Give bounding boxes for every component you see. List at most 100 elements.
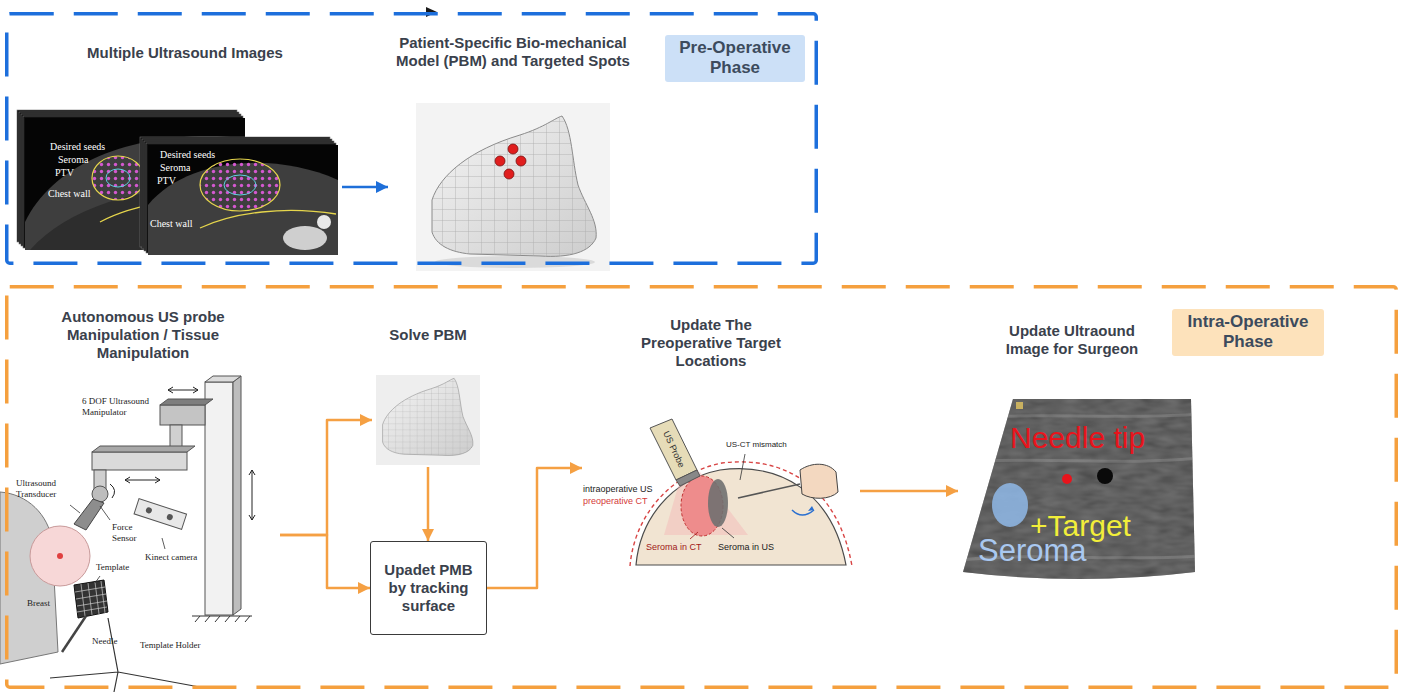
label-anchor: Needle xyxy=(92,636,117,647)
figure-label: Needle tip xyxy=(1010,420,1145,456)
ct-image xyxy=(148,145,338,255)
lower-beam xyxy=(92,452,187,470)
figure-label: PTV xyxy=(157,175,176,187)
label-anchor: Seroma xyxy=(978,532,1087,569)
label-anchor: Ultrasound Transducer xyxy=(16,478,78,500)
model-ground xyxy=(416,103,610,271)
speckle xyxy=(960,395,1200,590)
step-group: Update The Preoperative Target Locations xyxy=(582,312,860,575)
rotation-arrow xyxy=(110,484,115,498)
figure-label: Desired seeds xyxy=(160,149,215,161)
step-title: Autonomous US probe Manipulation / Tissu… xyxy=(38,308,248,362)
leader-line xyxy=(740,454,745,480)
figure-label: Chest wall xyxy=(48,188,91,200)
figure-label: Seroma in US xyxy=(718,542,774,553)
figure-label: Force Sensor xyxy=(112,522,148,544)
ultrasound-image xyxy=(960,395,1200,590)
step-title: Patient-Specific Bio-mechanical Model (P… xyxy=(388,34,638,70)
dashed-border-line xyxy=(7,14,817,264)
motion-arrow xyxy=(125,477,160,483)
template-holder xyxy=(50,618,205,692)
label-anchor: Breast xyxy=(27,598,50,609)
figure-label: Template xyxy=(96,562,129,573)
leader-line xyxy=(100,506,110,520)
label-anchor: PTV xyxy=(157,175,176,187)
chest-wall-line xyxy=(200,210,336,228)
label-anchor: Needle tip xyxy=(1010,420,1145,456)
dashed-border-line xyxy=(7,287,1397,688)
target-spot xyxy=(504,169,514,179)
lower-beam-top xyxy=(92,446,195,452)
template-grid xyxy=(75,581,107,616)
figure-label: Ultrasound Transducer xyxy=(16,478,78,500)
pillar-side xyxy=(233,376,241,615)
camera-lens xyxy=(145,507,153,515)
preoperative-outline xyxy=(630,462,852,566)
seroma-us xyxy=(708,479,728,527)
breast-target xyxy=(57,553,63,559)
step-title: Multiple Ultrasound Images xyxy=(45,44,325,62)
leader-line xyxy=(722,528,734,538)
pbm-model xyxy=(416,103,610,271)
ground-hatch xyxy=(192,616,252,622)
ultrasound-transducer xyxy=(74,499,104,530)
target-spot xyxy=(495,156,505,166)
seroma-contour xyxy=(224,175,256,195)
label-anchor: Force Sensor xyxy=(112,522,148,544)
label-anchor: Template xyxy=(96,562,129,573)
camera-body xyxy=(134,499,186,530)
needle-template xyxy=(74,580,108,618)
label-anchor: Seroma in CT xyxy=(646,542,702,553)
seroma-contour xyxy=(106,169,130,187)
label-anchor: PTV xyxy=(55,167,74,179)
figure-label: Template Holder xyxy=(140,640,201,651)
motion-arrow xyxy=(249,470,255,520)
figure-label: US-CT mismatch xyxy=(726,440,787,450)
robot-illustration xyxy=(0,376,255,692)
phase-panel: Pre-Operative Phase Multiple Ultrasound I… xyxy=(5,12,818,265)
label-anchor: US Probe xyxy=(654,444,693,455)
label-anchor: intraoperative US xyxy=(583,484,653,495)
figure-label: Needle xyxy=(92,636,117,647)
flow-arrow xyxy=(342,186,388,189)
flow-arrow xyxy=(280,535,370,588)
label-anchor: Chest wall xyxy=(48,188,91,200)
leader-line xyxy=(95,576,100,583)
ptv-contour xyxy=(200,159,280,211)
ct-image-stack xyxy=(140,137,338,255)
figure-label: Breast xyxy=(27,598,50,609)
label-anchor: preoperative CT xyxy=(583,496,648,507)
figure-label: Seroma in CT xyxy=(646,542,702,553)
phase-label: Pre-Operative Phase xyxy=(665,35,805,82)
target-spot xyxy=(508,144,518,154)
flow-arrow xyxy=(280,420,372,535)
step-title: Update Ultraound Image for Surgeon xyxy=(987,322,1157,358)
rotation-arrow-head xyxy=(808,506,814,511)
figure-label: Seroma xyxy=(978,532,1087,569)
process-box: Upadet PMB by tracking surface xyxy=(370,541,487,635)
flow-arrow xyxy=(860,490,958,493)
flow-arrow xyxy=(427,467,430,541)
label-anchor: 6 DOF Ultrasound Manipulator xyxy=(82,396,156,418)
phase-label: Intra-Operative Phase xyxy=(1172,309,1324,356)
leader-line xyxy=(690,532,698,539)
pillar-top xyxy=(205,376,241,382)
model-mesh xyxy=(432,116,596,256)
ptv-contour xyxy=(92,156,144,200)
model-ground xyxy=(376,375,480,465)
needle-tip-dot xyxy=(1062,474,1072,484)
label-anchor: US-CT mismatch xyxy=(726,440,787,450)
breast-figure xyxy=(630,419,852,566)
seroma-mark xyxy=(992,483,1028,527)
figure-label: 6 DOF Ultrasound Manipulator xyxy=(82,396,156,418)
phase-panel: Intra-Operative Phase Autonomous US probe… xyxy=(5,285,1398,689)
leader-line xyxy=(162,538,165,549)
needle xyxy=(62,616,86,652)
figure-label: preoperative CT xyxy=(583,496,648,507)
label-anchor: Chest wall xyxy=(150,218,193,230)
label-anchor: Seroma xyxy=(58,154,89,166)
label-anchor: Desired seeds xyxy=(160,149,215,161)
kinect-camera xyxy=(134,499,186,530)
ct-organ xyxy=(317,215,331,229)
figure-label: Kinect camera xyxy=(145,552,197,563)
